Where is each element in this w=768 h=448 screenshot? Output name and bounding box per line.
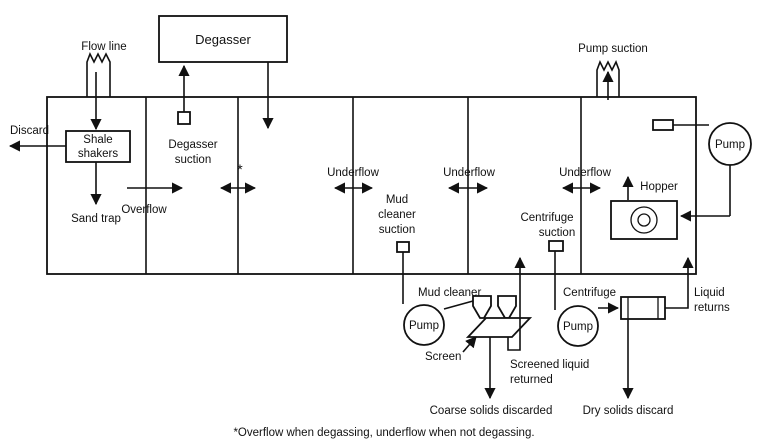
mud-cleaner-pump xyxy=(403,304,445,346)
pump-suction-label: Pump suction xyxy=(578,43,648,55)
mud-tank xyxy=(46,96,697,275)
coarse-solids-label: Coarse solids discarded xyxy=(430,405,553,417)
asterisk-label: * xyxy=(237,161,243,177)
flow-line-label: Flow line xyxy=(81,41,126,53)
pump-suction-pipe xyxy=(596,60,620,97)
mud-cleaner-suction-label-3: suction xyxy=(379,224,415,236)
liquid-returns-label-2: returns xyxy=(694,302,730,314)
degasser-box xyxy=(158,15,288,63)
sand-trap-label: Sand trap xyxy=(71,213,121,225)
hopper-pump-inlet xyxy=(652,119,674,131)
screened-liquid-label-2: returned xyxy=(510,374,553,386)
mud-cleaner-label: Mud cleaner xyxy=(418,287,481,299)
liquid-returns-line xyxy=(665,256,694,309)
degasser-label: Degasser xyxy=(195,32,251,47)
degasser-suction-label-2: suction xyxy=(175,154,211,166)
overflow-label: Overflow xyxy=(121,204,167,216)
screened-liquid-line xyxy=(507,256,526,351)
dry-solids-label: Dry solids discard xyxy=(583,405,674,417)
screen-pointer xyxy=(462,336,477,353)
hydrocyclone-2 xyxy=(497,295,517,319)
underflow-label-1: Underflow xyxy=(327,167,379,179)
screened-liquid-label-1: Screened liquid xyxy=(510,359,589,371)
flow-line-pipe xyxy=(86,52,111,97)
mud-cleaner-suction-label-1: Mud xyxy=(386,194,408,206)
shale-shakers-box xyxy=(65,130,131,163)
degasser-suction-label-1: Degasser xyxy=(168,139,217,151)
hopper-pump-label: Pump xyxy=(715,139,745,151)
mud-cleaner-feed-line xyxy=(443,300,474,310)
hydrocyclone-1 xyxy=(472,295,492,319)
underflow-label-2: Underflow xyxy=(443,167,495,179)
degasser-suction-inlet xyxy=(177,111,191,125)
centrifuge-pump-label: Pump xyxy=(563,321,593,333)
centrifuge-suction-label-2: suction xyxy=(539,227,575,239)
mud-cleaner-suction-label-2: cleaner xyxy=(378,209,416,221)
centrifuge-pump xyxy=(557,305,599,347)
screen-label: Screen xyxy=(425,351,461,363)
discard-label: Discard xyxy=(10,125,49,137)
underflow-label-3: Underflow xyxy=(559,167,611,179)
centrifuge-suction-label-1: Centrifuge xyxy=(520,212,573,224)
mud-cleaner-suction-inlet xyxy=(396,241,410,253)
hopper-label: Hopper xyxy=(640,181,678,193)
mud-cleaner-pump-label: Pump xyxy=(409,320,439,332)
hopper-ring-inner xyxy=(637,213,651,227)
centrifuge-label: Centrifuge xyxy=(563,287,616,299)
footnote: *Overflow when degassing, underflow when… xyxy=(233,427,534,439)
mud-cleaner-screen xyxy=(465,317,533,338)
centrifuge-suction-inlet xyxy=(548,240,564,252)
hopper-ring-outer xyxy=(630,206,658,234)
shale-shakers-label-1: Shale xyxy=(83,134,112,146)
shale-shakers-label-2: shakers xyxy=(78,148,119,160)
liquid-returns-label-1: Liquid xyxy=(694,287,725,299)
